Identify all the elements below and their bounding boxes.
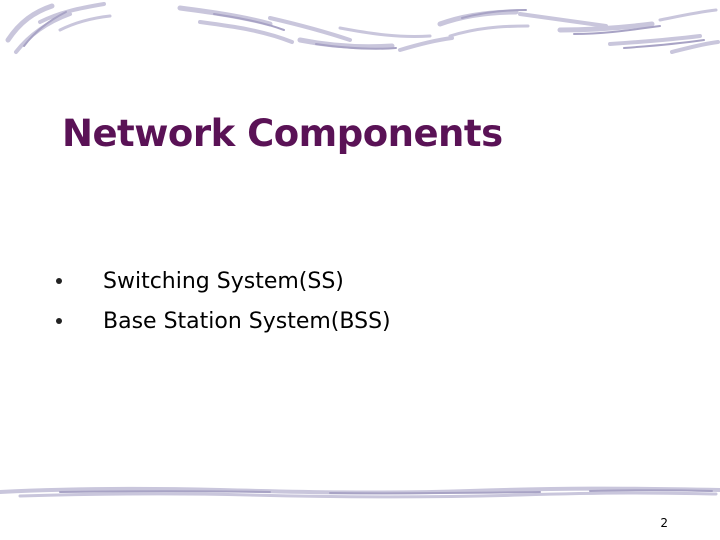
slide-title: Network Components <box>62 112 503 155</box>
bullet-text: Base Station System(BSS) <box>103 309 391 334</box>
page-number: 2 <box>660 516 668 530</box>
bottom-wave-decoration <box>0 486 720 499</box>
bullet-text: Switching System(SS) <box>103 269 344 294</box>
bullet-dot-icon <box>56 278 62 284</box>
bullet-dot-icon <box>56 318 62 324</box>
top-wave-decoration <box>5 2 720 54</box>
